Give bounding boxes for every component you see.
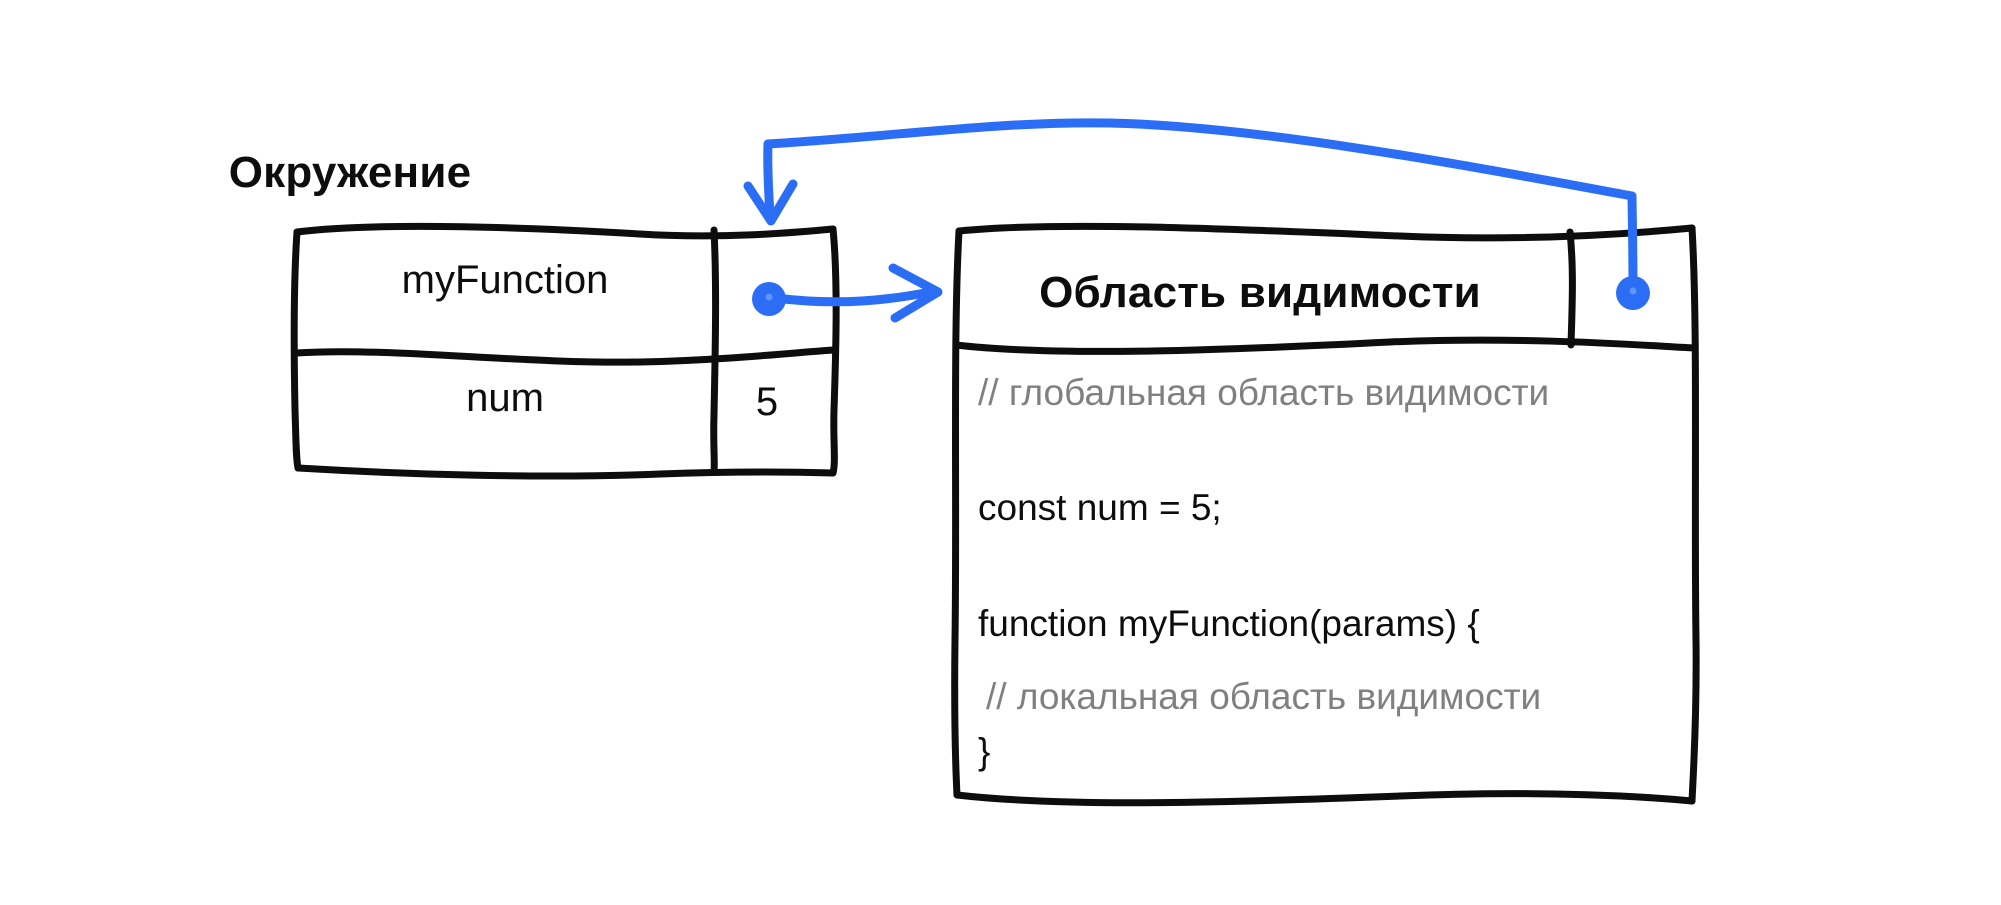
environment-row-key-num: num [466, 376, 544, 420]
code-line-local-comment: // локальная область видимости [986, 676, 1542, 717]
environment-row-key-myfunction: myFunction [401, 258, 609, 302]
code-line-global-comment: // глобальная область видимости [978, 372, 1550, 413]
scope-reference-dot-highlight [1629, 287, 1637, 295]
code-line-function-declaration: function myFunction(params) { [978, 603, 1480, 644]
code-line-closing-brace: } [978, 731, 991, 772]
code-line-const-num: const num = 5; [978, 487, 1222, 528]
scope-back-reference-arrow [743, 118, 1638, 295]
env-value-reference-dot [752, 282, 786, 316]
reference-arrow-to-scope [770, 263, 943, 323]
scope-reference-dot [1616, 276, 1650, 310]
environment-table-title: Окружение [228, 148, 472, 197]
environment-row-value-num: 5 [755, 380, 779, 424]
scope-box-title: Область видимости [1039, 268, 1481, 317]
env-value-reference-dot-highlight [765, 293, 773, 301]
